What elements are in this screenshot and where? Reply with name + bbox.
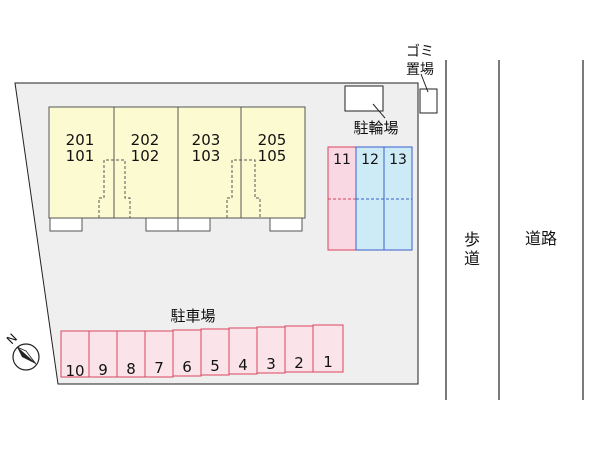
unit-label-upper: 201 — [66, 131, 95, 149]
garbage-label-line2: 置場 — [406, 62, 434, 78]
unit-label-lower: 103 — [192, 147, 221, 165]
parking-slot — [228, 327, 258, 375]
garbage-area: ゴミ 置場 — [406, 43, 438, 114]
parking-slot-number: 9 — [98, 361, 108, 379]
parking-slot-number: 4 — [238, 356, 248, 374]
parking-slot-number: 3 — [266, 355, 276, 373]
apartment-building: 201 101 202 102 203 103 205 105 — [48, 106, 306, 232]
unit-label-upper: 203 — [192, 131, 221, 149]
parking-slot — [60, 330, 90, 378]
unit-label-upper: 205 — [258, 131, 287, 149]
bicycle-shed-box — [344, 85, 384, 112]
parking-slot — [172, 329, 202, 377]
garbage-leader-line — [420, 73, 429, 93]
bicycle-slot-number: 12 — [361, 152, 379, 168]
bicycle-slot-number: 13 — [389, 152, 407, 168]
parking-slot — [284, 325, 314, 373]
bicycle-leader-line — [372, 103, 386, 119]
unit-label-upper: 202 — [131, 131, 160, 149]
bicycle-parking-label: 駐輪場 — [353, 119, 398, 137]
road-label: 道路 — [525, 229, 557, 248]
stair-outline — [98, 159, 131, 218]
parking-slot-number: 5 — [210, 357, 220, 375]
sidewalk-label-line2: 道 — [464, 249, 480, 268]
entry-step — [49, 217, 83, 232]
garbage-label-line1: ゴミ — [406, 43, 434, 60]
parking-slot-number: 1 — [323, 353, 333, 371]
north-compass: N — [4, 331, 40, 371]
entry-step — [177, 217, 211, 232]
stair-outline — [226, 159, 261, 218]
car-parking-label: 駐車場 — [170, 307, 215, 325]
unit-label-lower: 101 — [66, 147, 95, 165]
building-outline — [48, 106, 306, 219]
bicycle-slot-number: 11 — [333, 152, 351, 168]
car-parking-slots: 10 9 8 7 6 5 4 3 2 1 — [60, 324, 344, 380]
unit-label-lower: 105 — [258, 147, 287, 165]
parking-slot-number: 10 — [65, 362, 84, 380]
parking-slot — [200, 328, 230, 376]
entry-step — [145, 217, 179, 232]
parking-slot — [256, 326, 286, 374]
entry-step — [269, 217, 303, 232]
parking-slot-number: 8 — [126, 360, 136, 378]
compass-arrow-tail — [16, 346, 37, 365]
unit-label-lower: 102 — [131, 147, 160, 165]
parking-slot-number: 7 — [154, 359, 164, 377]
parking-slot-number: 2 — [294, 354, 304, 372]
garbage-box — [419, 88, 438, 114]
sidewalk-label-line1: 歩 — [464, 230, 480, 249]
parking-slot-number: 6 — [182, 358, 192, 376]
parking-slot — [116, 330, 146, 378]
parking-slot — [144, 330, 174, 378]
compass-north-label: N — [4, 331, 20, 347]
parking-slot — [312, 324, 344, 373]
bicycle-slots: 11 12 13 — [327, 146, 413, 251]
